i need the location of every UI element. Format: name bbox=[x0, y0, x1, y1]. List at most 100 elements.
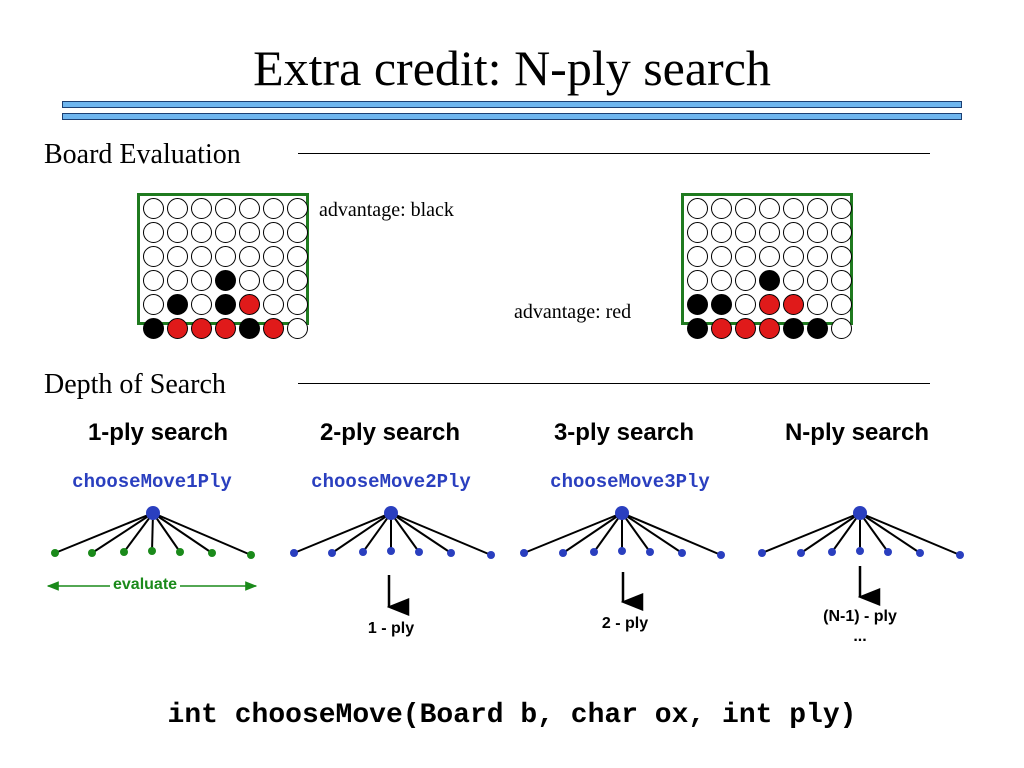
board-cell-empty bbox=[287, 246, 308, 267]
tree-leaf-node bbox=[148, 547, 156, 555]
board-cell-black bbox=[783, 318, 804, 339]
tree-leaf-node bbox=[208, 549, 216, 557]
tree-edge bbox=[621, 512, 683, 554]
tree-leaf-node bbox=[290, 549, 298, 557]
board-cell-empty bbox=[807, 270, 828, 291]
board-cell-empty bbox=[783, 270, 804, 291]
board-cell-red bbox=[735, 318, 756, 339]
slide-title: Extra credit: N-ply search bbox=[253, 40, 771, 96]
tree-edge bbox=[621, 512, 651, 553]
board-cell-black bbox=[143, 318, 164, 339]
board-cell-black bbox=[215, 294, 236, 315]
board-cell-empty bbox=[759, 246, 780, 267]
tree-edge bbox=[123, 512, 154, 553]
board-cell-black bbox=[687, 318, 708, 339]
board-cell-empty bbox=[167, 198, 188, 219]
board-black-advantage bbox=[137, 193, 309, 339]
column-heading-3ply: 3-ply search bbox=[553, 419, 695, 446]
board-red-advantage bbox=[681, 193, 853, 339]
board-cell-empty bbox=[143, 270, 164, 291]
board-cell-empty bbox=[711, 222, 732, 243]
tree-edge bbox=[152, 512, 181, 553]
tree-leaf-node bbox=[176, 548, 184, 556]
board-cell-empty bbox=[735, 246, 756, 267]
tree-root-node bbox=[146, 506, 160, 520]
title-bar-bottom bbox=[62, 113, 962, 120]
board-cell-empty bbox=[711, 246, 732, 267]
board-cell-empty bbox=[191, 198, 212, 219]
tree-edge bbox=[859, 512, 889, 553]
tree-root-node bbox=[384, 506, 398, 520]
column-heading-nply: N-ply search bbox=[784, 419, 930, 446]
tree-leaf-node bbox=[88, 549, 96, 557]
tree-edge bbox=[593, 512, 623, 553]
title-bar-top bbox=[62, 101, 962, 108]
tree-edge bbox=[152, 512, 213, 554]
board-cell-empty bbox=[263, 294, 284, 315]
tree-edge bbox=[831, 512, 861, 553]
tree-edge bbox=[362, 512, 392, 553]
board-cell-empty bbox=[783, 246, 804, 267]
board-cell-red bbox=[759, 294, 780, 315]
board-cell-black bbox=[167, 294, 188, 315]
tree-root-node bbox=[853, 506, 867, 520]
section-depth-of-search: Depth of Search bbox=[44, 369, 226, 400]
tree-leaf-node bbox=[828, 548, 836, 556]
board-cell-black bbox=[239, 318, 260, 339]
board-cell-empty bbox=[735, 294, 756, 315]
tree-leaf-node bbox=[717, 551, 725, 559]
tree-edge bbox=[523, 512, 623, 554]
board-cell-empty bbox=[191, 270, 212, 291]
column-heading-2ply: 2-ply search bbox=[319, 419, 461, 446]
board-cell-empty bbox=[143, 246, 164, 267]
advantage-black-label: advantage: black bbox=[319, 199, 454, 221]
note-2-ply: 2 - ply bbox=[601, 615, 649, 632]
tree-edge bbox=[390, 512, 452, 554]
board-cell-empty bbox=[287, 222, 308, 243]
tree-leaf-node bbox=[328, 549, 336, 557]
tree-leaf-node bbox=[856, 547, 864, 555]
tree-leaf-node bbox=[520, 549, 528, 557]
board-cell-empty bbox=[831, 294, 852, 315]
board-cell-red bbox=[191, 318, 212, 339]
board-cell-empty bbox=[191, 294, 212, 315]
tree-leaf-node bbox=[387, 547, 395, 555]
board-cell-empty bbox=[191, 246, 212, 267]
board-cell-empty bbox=[263, 270, 284, 291]
board-cell-empty bbox=[807, 246, 828, 267]
tree-leaf-node bbox=[247, 551, 255, 559]
board-cell-empty bbox=[687, 198, 708, 219]
board-cell-empty bbox=[239, 198, 260, 219]
board-cell-empty bbox=[239, 222, 260, 243]
tree-edge bbox=[390, 512, 420, 553]
tree-leaf-node bbox=[797, 549, 805, 557]
board-cell-red bbox=[711, 318, 732, 339]
board-cell-empty bbox=[831, 198, 852, 219]
board-cell-black bbox=[759, 270, 780, 291]
function-name-3ply: chooseMove3Ply bbox=[550, 471, 710, 493]
tree-edge bbox=[621, 512, 722, 556]
board-cell-red bbox=[783, 294, 804, 315]
board-cell-red bbox=[759, 318, 780, 339]
tree-leaf-node bbox=[447, 549, 455, 557]
board-cell-empty bbox=[287, 294, 308, 315]
board-cell-empty bbox=[711, 198, 732, 219]
tree-root-node bbox=[615, 506, 629, 520]
board-cell-empty bbox=[263, 222, 284, 243]
board-cell-black bbox=[687, 294, 708, 315]
tree-leaf-node bbox=[120, 548, 128, 556]
board-cell-empty bbox=[831, 318, 852, 339]
tree-leaf-node bbox=[884, 548, 892, 556]
board-cell-empty bbox=[783, 222, 804, 243]
tree-leaf-node bbox=[956, 551, 964, 559]
function-name-1ply: chooseMove1Ply bbox=[72, 471, 232, 493]
board-cell-empty bbox=[167, 246, 188, 267]
board-cell-empty bbox=[687, 270, 708, 291]
tree-edge bbox=[761, 512, 861, 554]
board-cell-empty bbox=[143, 294, 164, 315]
board-cell-empty bbox=[735, 222, 756, 243]
board-cell-empty bbox=[167, 270, 188, 291]
tree-edge bbox=[859, 512, 961, 556]
function-signature: int chooseMove(Board b, char ox, int ply… bbox=[167, 700, 857, 731]
